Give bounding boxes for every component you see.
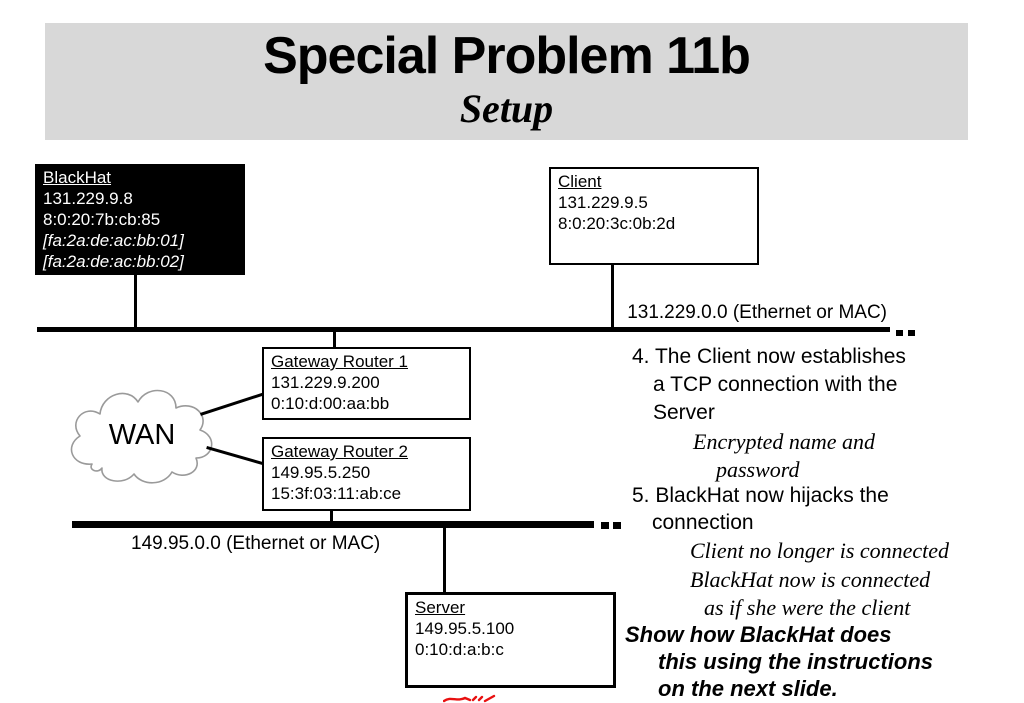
note-5-line-1: 5. BlackHat now hijacks the [632, 484, 889, 507]
gateway1-name: Gateway Router 1 [271, 352, 409, 371]
conclusion-line-1: Show how BlackHat does [625, 622, 892, 647]
note-4-line-3: Server [653, 401, 715, 424]
client-drop-line [611, 265, 614, 327]
blackhat-alias-1: [fa:2a:de:ac:bb:01] [43, 231, 184, 250]
client-name: Client [558, 172, 602, 191]
note-4-detail-2: password [716, 457, 800, 482]
gateway2-mac: 15:3f:03:11:ab:ce [271, 484, 402, 503]
gateway2-box: Gateway Router 2 149.95.5.250 15:3f:03:1… [262, 437, 471, 511]
bus2-continuation-dot-1 [601, 522, 609, 529]
blackhat-alias-2: [fa:2a:de:ac:bb:02] [43, 252, 184, 271]
blackhat-drop-line [134, 275, 137, 327]
page-subtitle: Setup [459, 86, 554, 131]
note-5-line-2: connection [652, 511, 754, 534]
gateway2-ip: 149.95.5.250 [271, 463, 371, 482]
client-box: Client 131.229.9.5 8:0:20:3c:0b:2d [549, 167, 759, 265]
blackhat-ip: 131.229.9.8 [43, 189, 133, 208]
note-5-detail-2: BlackHat now is connected [690, 567, 931, 592]
conclusion-line-2: this using the instructions [658, 649, 934, 674]
title-banner: Special Problem 11b Setup [45, 23, 968, 140]
conclusion-line-3: on the next slide. [658, 676, 838, 701]
blackhat-name: BlackHat [43, 168, 112, 187]
wan-cloud: WAN [70, 389, 213, 484]
gateway1-box: Gateway Router 1 131.229.9.200 0:10:d:00… [262, 347, 471, 420]
red-scribble-mark [443, 694, 496, 703]
note-4-line-1: 4. The Client now establishes [632, 345, 906, 368]
network1-label: 131.229.0.0 (Ethernet or MAC) [627, 302, 887, 323]
server-ip: 149.95.5.100 [415, 619, 515, 638]
note-4-line-2: a TCP connection with the [653, 373, 898, 396]
blackhat-box: BlackHat 131.229.9.8 8:0:20:7b:cb:85 [fa… [35, 164, 245, 275]
page-title: Special Problem 11b [263, 27, 751, 85]
server-box: Server 149.95.5.100 0:10:d:a:b:c [405, 592, 616, 688]
gateway2-name: Gateway Router 2 [271, 442, 409, 461]
ethernet-bus-1 [37, 327, 890, 332]
network2-label: 149.95.0.0 (Ethernet or MAC) [131, 533, 381, 554]
wan-cloud-outline [70, 389, 213, 484]
note-5-detail-1: Client no longer is connected [690, 538, 950, 563]
red-scribble-path [443, 694, 496, 703]
bus2-continuation-dot-2 [613, 522, 621, 529]
note-4-detail-1: Encrypted name and [693, 429, 876, 454]
wan-label: WAN [109, 419, 176, 451]
client-ip: 131.229.9.5 [558, 193, 648, 212]
server-name: Server [415, 598, 466, 617]
server-mac: 0:10:d:a:b:c [415, 640, 504, 659]
note-5-detail-3: as if she were the client [704, 595, 911, 620]
blackhat-mac: 8:0:20:7b:cb:85 [43, 210, 161, 229]
server-drop-line [443, 528, 446, 592]
bus1-continuation-dot-1 [896, 330, 903, 336]
bus1-continuation-dot-2 [908, 330, 915, 336]
ethernet-bus-2 [72, 521, 594, 528]
client-mac: 8:0:20:3c:0b:2d [558, 214, 676, 233]
gateway1-ip: 131.229.9.200 [271, 373, 380, 392]
gateway1-drop-line [333, 331, 336, 348]
gateway2-drop-line [330, 509, 333, 522]
gateway1-mac: 0:10:d:00:aa:bb [271, 394, 390, 413]
